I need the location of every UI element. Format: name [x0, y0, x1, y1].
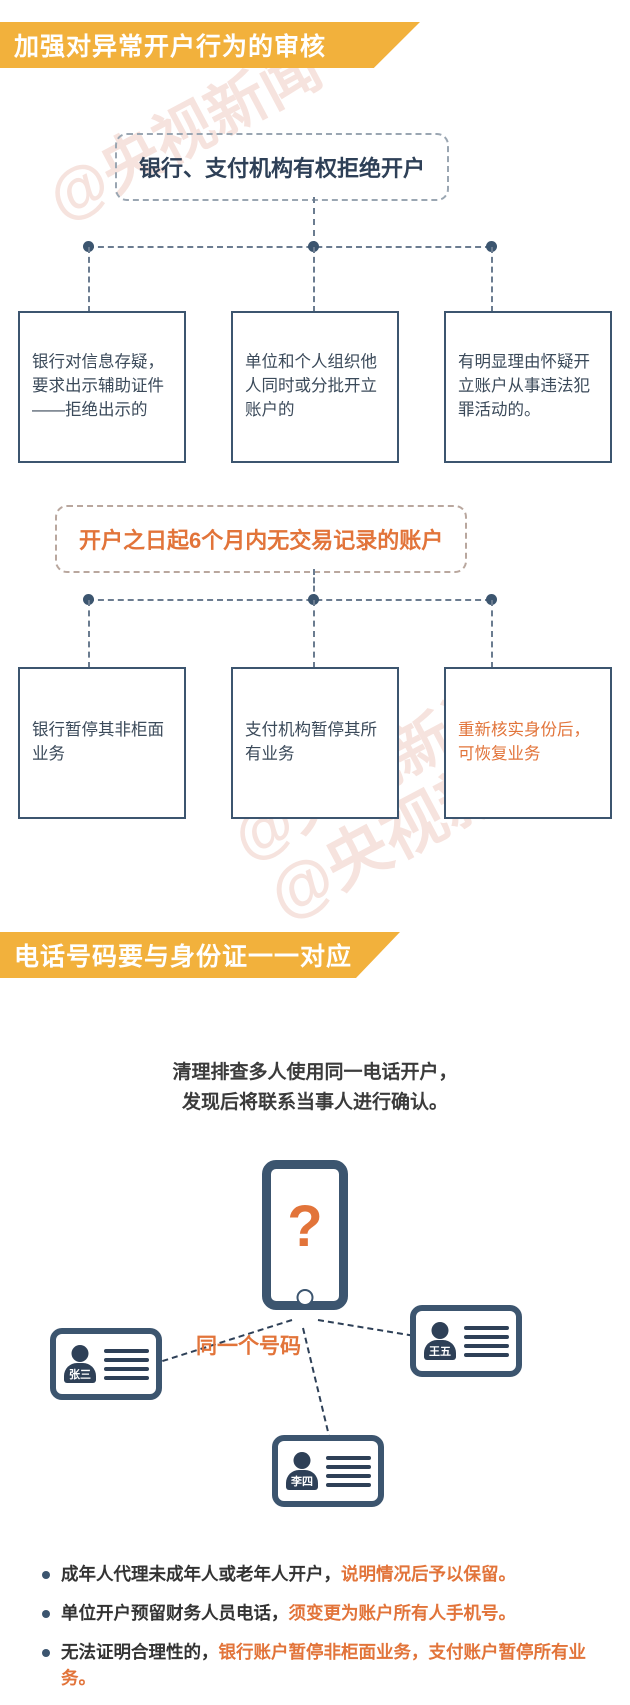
bullet-item-3-text: 无法证明合理性的，银行账户暂停非柜面业务，支付账户暂停所有业务。	[61, 1640, 602, 1692]
section2-leaf-2-label: 支付机构暂停其所有业务	[245, 721, 377, 763]
section3-banner: 电话号码要与身份证一一对应	[0, 932, 400, 978]
id-line	[104, 1348, 149, 1353]
id-card-right-name: 王五	[429, 1346, 451, 1358]
bullet-item-3: 无法证明合理性的，银行账户暂停非柜面业务，支付账户暂停所有业务。	[42, 1640, 602, 1692]
bullet-1-plain: 成年人代理未成年人或老年人开户，	[61, 1564, 341, 1584]
section1-leaf-3: 有明显理由怀疑开立账户从事违法犯罪活动的。	[444, 311, 612, 463]
avatar-head-icon	[293, 1452, 311, 1469]
avatar-icon: 李四	[285, 1452, 319, 1490]
connector2-dot-left	[83, 594, 94, 605]
connector-dot-left	[83, 241, 94, 252]
id-card-bottom-name: 李四	[291, 1476, 313, 1488]
avatar-head-icon	[431, 1322, 449, 1339]
bullet-1-highlight: 说明情况后予以保留。	[341, 1564, 516, 1584]
section2-leaf-1-label: 银行暂停其非柜面业务	[32, 721, 164, 763]
connector2-horizontal	[88, 599, 491, 601]
line-to-card-right	[317, 1319, 471, 1346]
phone-illustration: ?	[262, 1160, 348, 1310]
id-card-left-name: 张三	[69, 1369, 91, 1381]
avatar-head-icon	[71, 1345, 89, 1362]
section2-leaf-row: 银行暂停其非柜面业务 支付机构暂停其所有业务 重新核实身份后，可恢复业务	[0, 667, 630, 819]
avatar-icon: 王五	[423, 1322, 457, 1360]
connector-vertical-3	[491, 247, 493, 312]
id-line	[464, 1352, 509, 1357]
section1-banner: 加强对异常开户行为的审核	[0, 22, 420, 68]
section1-leaf-1-label: 银行对信息存疑，要求出示辅助证件——拒绝出示的	[32, 353, 164, 419]
tie-label: 同一个号码	[196, 1335, 301, 1358]
bullet-2-highlight: 须变更为账户所有人手机号。	[288, 1602, 517, 1623]
avatar-body-icon	[64, 1363, 96, 1383]
connector2-vertical-3	[491, 600, 493, 668]
line-to-card-bottom	[302, 1327, 331, 1441]
section1-root-label: 银行、支付机构有权拒绝开户	[139, 156, 426, 181]
id-line	[464, 1325, 509, 1330]
connector2-vertical-root	[313, 569, 315, 600]
section3-banner-label: 电话号码要与身份证一一对应	[14, 943, 353, 971]
connector2-vertical-1	[88, 600, 90, 668]
id-line	[104, 1366, 149, 1371]
bullet-item-2: 单位开户预留财务人员电话，须变更为账户所有人手机号。	[42, 1601, 602, 1627]
diagram-connector-lines	[149, 1319, 471, 1441]
id-line	[464, 1343, 509, 1348]
section3-paragraph: 清理排查多人使用同一电话开户， 发现后将联系当事人进行确认。	[0, 1058, 630, 1119]
bullet-dot-icon	[42, 1648, 50, 1657]
id-line	[326, 1464, 371, 1469]
bullet-dot-icon	[42, 1609, 50, 1618]
avatar-body-icon	[424, 1340, 456, 1360]
bullet-item-1: 成年人代理未成年人或老年人开户，说明情况后予以保留。	[42, 1562, 602, 1588]
connector-vertical-1	[88, 247, 90, 312]
connector-horizontal	[88, 246, 491, 248]
bullet-item-1-text: 成年人代理未成年人或老年人开户，说明情况后予以保留。	[61, 1562, 516, 1588]
line-to-card-left	[149, 1319, 293, 1366]
connector-vertical-2	[313, 247, 315, 312]
section2-leaf-3: 重新核实身份后，可恢复业务	[444, 667, 612, 819]
id-line	[104, 1375, 149, 1380]
bullet-2-plain: 单位开户预留财务人员电话，	[61, 1602, 289, 1623]
id-card-bottom-lines	[326, 1455, 371, 1487]
id-card-right-lines	[464, 1325, 509, 1357]
id-line	[104, 1357, 149, 1362]
section1-leaf-1: 银行对信息存疑，要求出示辅助证件——拒绝出示的	[18, 311, 186, 463]
connector2-dot-right	[486, 594, 497, 605]
id-card-bottom: 李四	[272, 1435, 384, 1507]
bullet-item-2-text: 单位开户预留财务人员电话，须变更为账户所有人手机号。	[61, 1601, 516, 1627]
connector2-dot-center	[308, 594, 319, 605]
section2-leaf-3-label: 重新核实身份后，可恢复业务	[458, 721, 590, 763]
bullet-3-plain: 无法证明合理性的，	[61, 1641, 219, 1662]
section3-paragraph-line1: 清理排查多人使用同一电话开户，	[172, 1062, 458, 1083]
section1-root-node: 银行、支付机构有权拒绝开户	[115, 133, 450, 201]
section1-leaf-3-label: 有明显理由怀疑开立账户从事违法犯罪活动的。	[458, 353, 590, 419]
connector-dot-right	[486, 241, 497, 252]
phone-home-button-icon	[296, 1289, 314, 1306]
id-line	[326, 1455, 371, 1460]
connector2-vertical-2	[313, 600, 315, 668]
id-card-right: 王五	[410, 1305, 522, 1377]
section2-root-label: 开户之日起6个月内无交易记录的账户	[79, 528, 444, 553]
avatar-icon: 张三	[63, 1345, 97, 1383]
phone-id-diagram: ? 同一个号码 张三 王五	[0, 1150, 630, 1540]
section1-leaf-2: 单位和个人组织他人同时或分批开立账户的	[231, 311, 399, 463]
connector-dot-center	[308, 241, 319, 252]
section2-root-node: 开户之日起6个月内无交易记录的账户	[55, 505, 468, 573]
id-card-left-lines	[104, 1348, 149, 1380]
section2-leaf-1: 银行暂停其非柜面业务	[18, 667, 186, 819]
id-card-left: 张三	[50, 1328, 162, 1400]
section2-leaf-2: 支付机构暂停其所有业务	[231, 667, 399, 819]
section1-banner-label: 加强对异常开户行为的审核	[14, 33, 327, 61]
id-line	[464, 1334, 509, 1339]
bullet-dot-icon	[42, 1571, 50, 1579]
id-line	[326, 1473, 371, 1478]
avatar-body-icon	[286, 1470, 318, 1490]
section1-leaf-row: 银行对信息存疑，要求出示辅助证件——拒绝出示的 单位和个人组织他人同时或分批开立…	[0, 311, 630, 463]
bullet-list: 成年人代理未成年人或老年人开户，说明情况后予以保留。 单位开户预留财务人员电话，…	[0, 1562, 630, 1705]
section3-paragraph-line2: 发现后将联系当事人进行确认。	[181, 1092, 448, 1114]
id-line	[326, 1482, 371, 1487]
connector-vertical-root	[313, 197, 315, 247]
section1-leaf-2-label: 单位和个人组织他人同时或分批开立账户的	[245, 353, 377, 419]
bullet-3-highlight: 银行账户暂停非柜面业务，支付账户暂停所有业务。	[61, 1641, 586, 1688]
question-mark-icon: ?	[287, 1194, 323, 1259]
